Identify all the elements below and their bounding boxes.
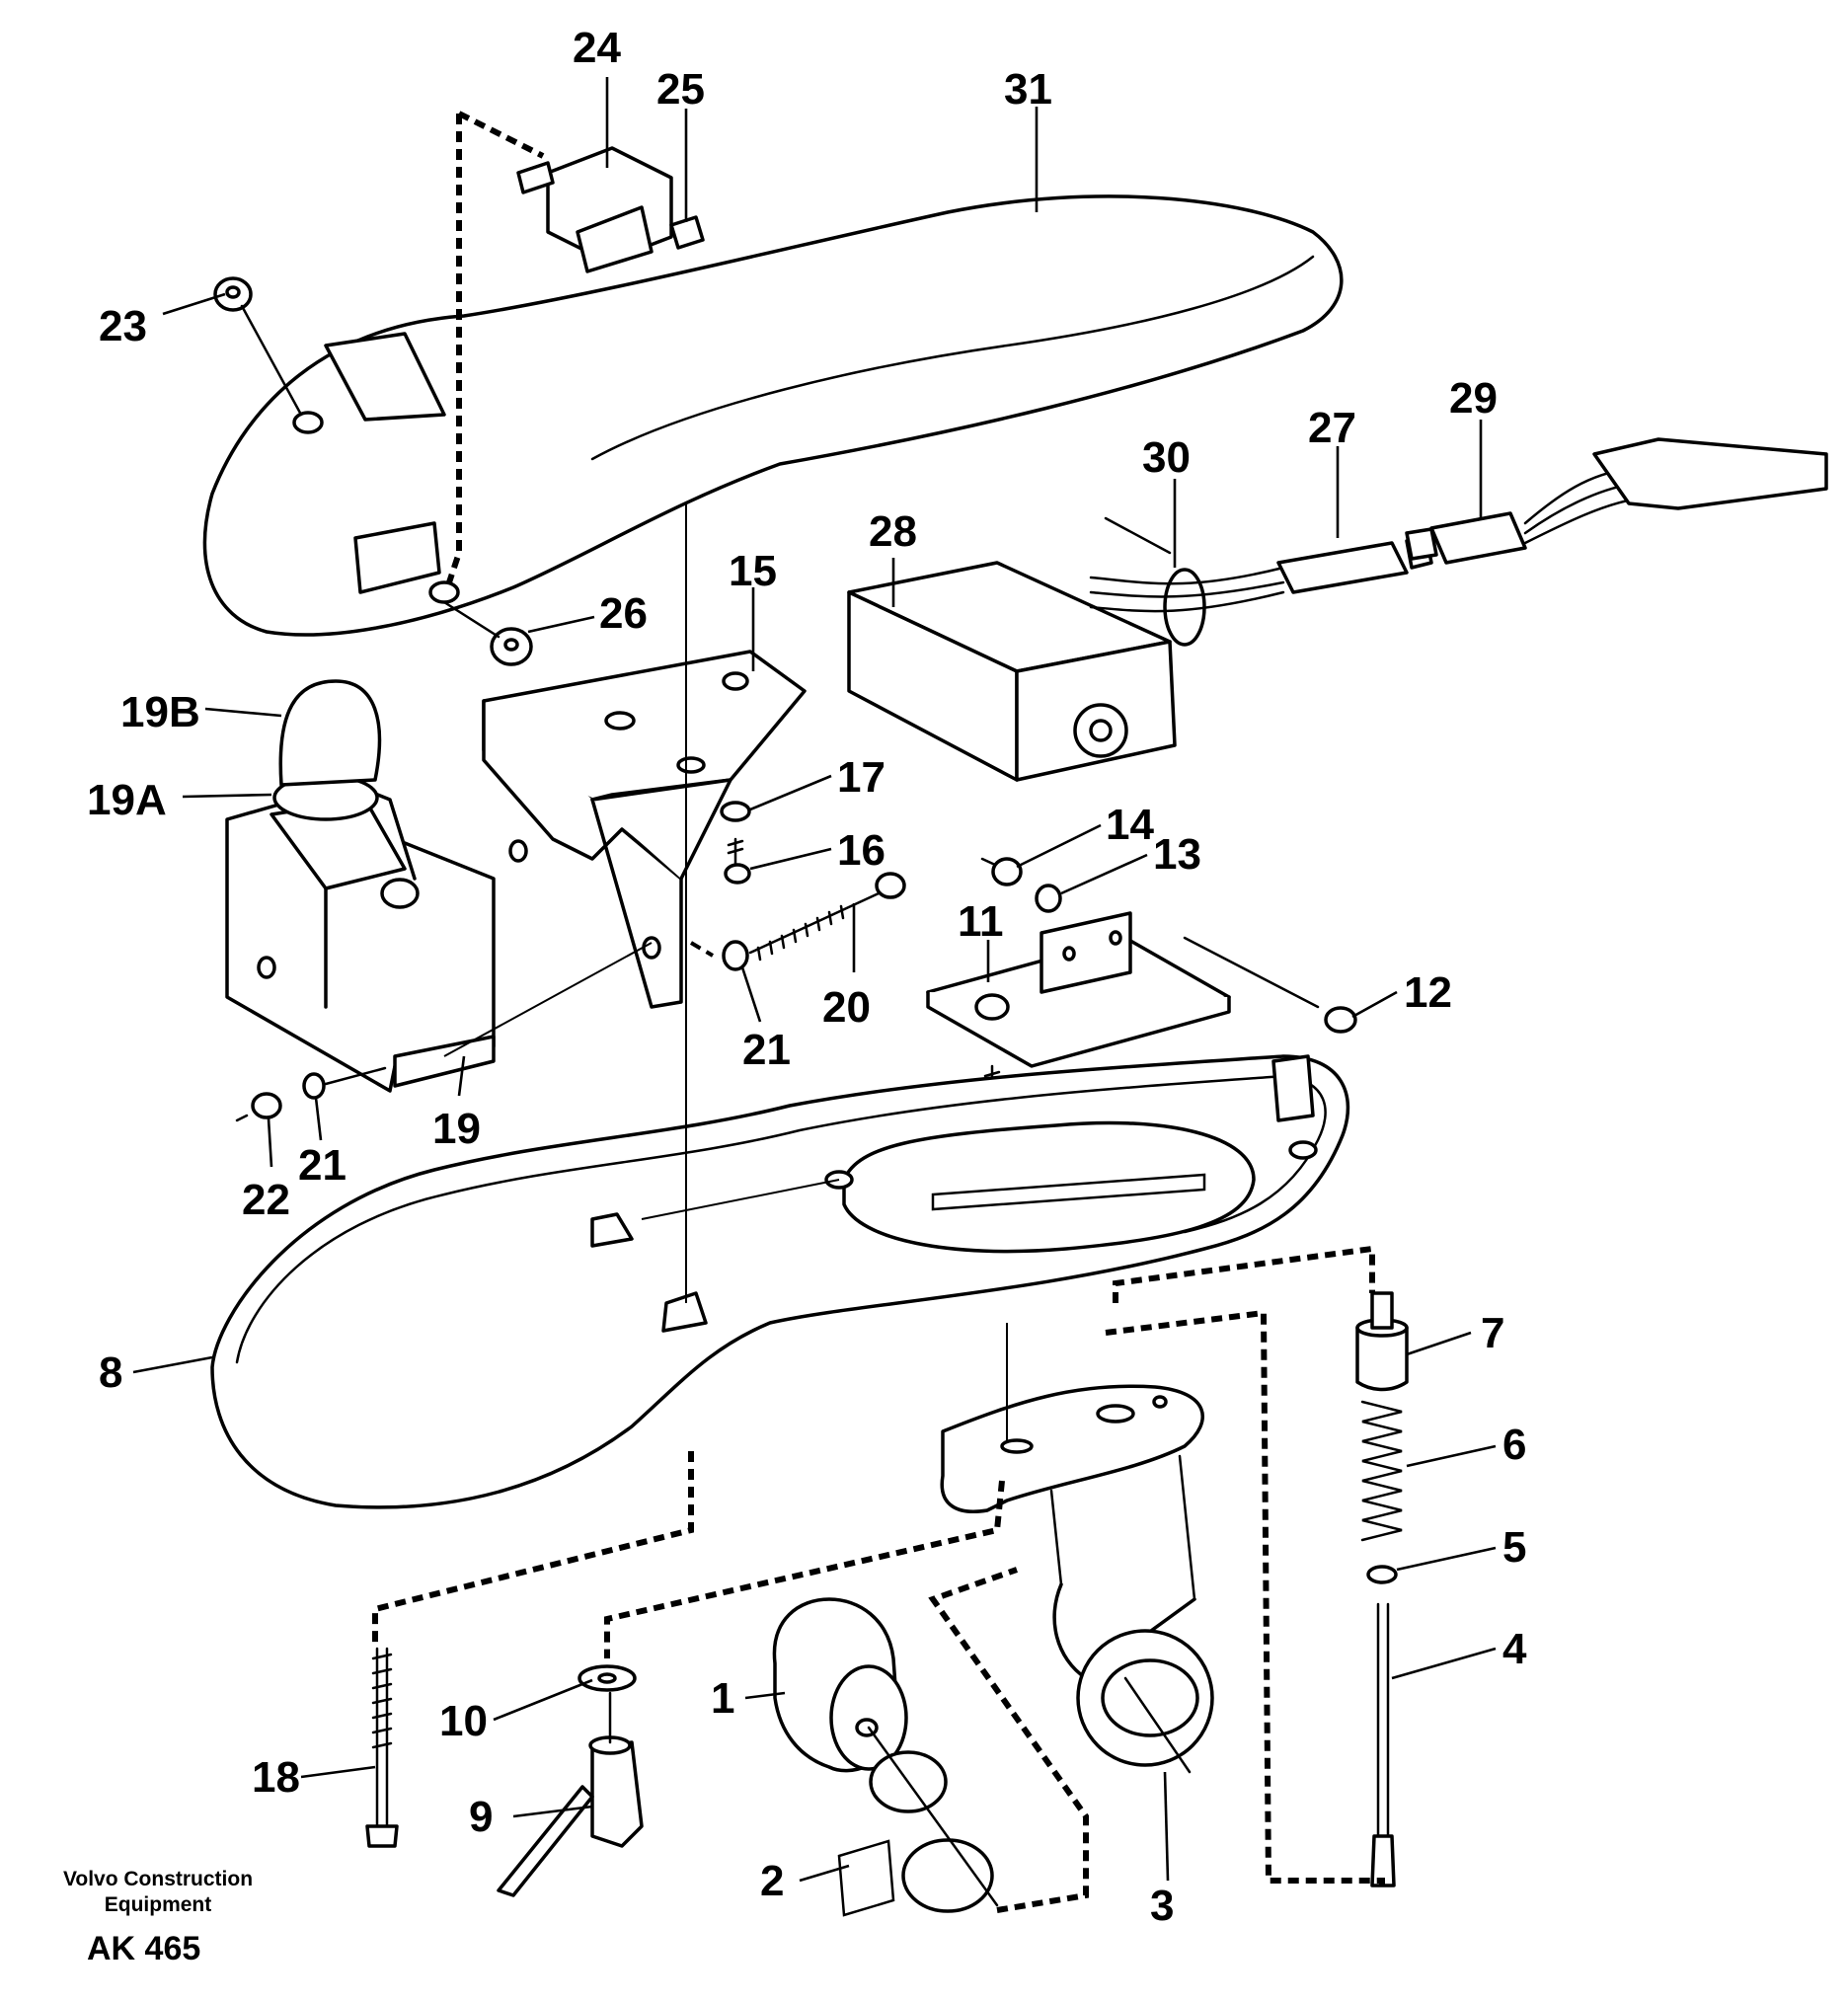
washer-17-part bbox=[720, 801, 751, 822]
callout-31: 31 bbox=[1004, 65, 1052, 114]
assembly-line-handle bbox=[604, 1480, 1005, 1658]
washer-13-part bbox=[1035, 884, 1062, 913]
diagram-reference-code: AK 465 bbox=[87, 1930, 201, 1967]
callout-7: 7 bbox=[1481, 1309, 1504, 1357]
assembly-line-tray bbox=[641, 1179, 840, 1220]
o-rings-part bbox=[837, 1726, 999, 1917]
callout-19: 19 bbox=[432, 1105, 481, 1153]
callout-12: 12 bbox=[1404, 968, 1452, 1017]
callout-30: 30 bbox=[1142, 433, 1191, 482]
callout-28: 28 bbox=[869, 507, 917, 556]
callout-10: 10 bbox=[439, 1697, 488, 1745]
callout-27: 27 bbox=[1308, 404, 1356, 452]
callout-21-left: 21 bbox=[298, 1141, 346, 1190]
mounting-bracket-part bbox=[482, 650, 807, 1009]
callout-2: 2 bbox=[760, 1857, 784, 1905]
control-lever-unit-part bbox=[225, 679, 496, 1093]
spring-6-part bbox=[1360, 1400, 1403, 1542]
nut-23-part bbox=[213, 276, 303, 417]
handle-9-part bbox=[497, 1691, 644, 1897]
switch-clip-part bbox=[669, 215, 705, 250]
rod-4-part bbox=[1370, 1602, 1396, 1887]
callout-22: 22 bbox=[242, 1176, 290, 1224]
leader-lines bbox=[132, 77, 1497, 1883]
rocker-switch-part bbox=[516, 146, 673, 273]
screw-20-part bbox=[748, 872, 906, 962]
callout-13: 13 bbox=[1153, 830, 1201, 879]
callout-14: 14 bbox=[1106, 801, 1154, 849]
nut-14-part bbox=[980, 857, 1023, 886]
callout-18: 18 bbox=[252, 1753, 300, 1802]
assembly-line-bolt bbox=[372, 1451, 694, 1649]
bolt-18-part bbox=[365, 1647, 399, 1848]
plug-29-part bbox=[1405, 437, 1828, 565]
callout-29: 29 bbox=[1449, 374, 1498, 423]
assembly-line-rod bbox=[1113, 1245, 1375, 1303]
screw-12-part bbox=[1183, 936, 1357, 1034]
callout-5: 5 bbox=[1502, 1523, 1526, 1572]
brand-name-line1: Volvo Construction bbox=[62, 1868, 254, 1890]
washer-21-left-part bbox=[302, 1066, 387, 1100]
callout-23: 23 bbox=[99, 302, 147, 350]
assembly-line-oring bbox=[928, 1567, 1089, 1913]
callout-3: 3 bbox=[1150, 1882, 1174, 1930]
nut-22-part bbox=[235, 1092, 282, 1122]
callout-4: 4 bbox=[1502, 1625, 1527, 1673]
callout-19a: 19A bbox=[87, 776, 167, 824]
callout-6: 6 bbox=[1502, 1421, 1526, 1469]
callout-1: 1 bbox=[711, 1674, 734, 1723]
callout-9: 9 bbox=[469, 1793, 493, 1841]
brand-name-line2: Equipment bbox=[104, 1893, 212, 1916]
callout-8: 8 bbox=[99, 1348, 122, 1397]
callout-26: 26 bbox=[599, 589, 648, 638]
assembly-line-unit bbox=[443, 942, 653, 1057]
assembly-line-switch-top bbox=[457, 111, 545, 159]
callout-16: 16 bbox=[837, 826, 886, 875]
control-box-part bbox=[847, 561, 1177, 782]
callout-21-right: 21 bbox=[742, 1026, 791, 1074]
sleeve-7-part bbox=[1355, 1291, 1409, 1392]
callout-17: 17 bbox=[837, 753, 886, 802]
bushing-1-part bbox=[772, 1597, 908, 1773]
washer-10-part bbox=[578, 1664, 637, 1692]
support-arm-part bbox=[940, 1384, 1214, 1774]
assembly-line-rod-lower bbox=[1105, 1309, 1385, 1886]
washer-21-right-part bbox=[689, 940, 749, 971]
callout-19b: 19B bbox=[120, 688, 200, 736]
callout-15: 15 bbox=[729, 547, 777, 595]
callout-11: 11 bbox=[958, 897, 1004, 946]
cable-tie-part bbox=[1089, 516, 1285, 647]
callout-24: 24 bbox=[573, 24, 621, 72]
callout-25: 25 bbox=[656, 65, 705, 114]
callout-20: 20 bbox=[822, 983, 871, 1032]
nut-26-part bbox=[442, 600, 533, 666]
armrest-cushion-part bbox=[202, 194, 1344, 637]
assembly-line-switch bbox=[446, 114, 462, 583]
bolt-16-part bbox=[724, 837, 751, 885]
base-tray-part bbox=[210, 1054, 1350, 1509]
washer-5-part bbox=[1366, 1565, 1398, 1584]
